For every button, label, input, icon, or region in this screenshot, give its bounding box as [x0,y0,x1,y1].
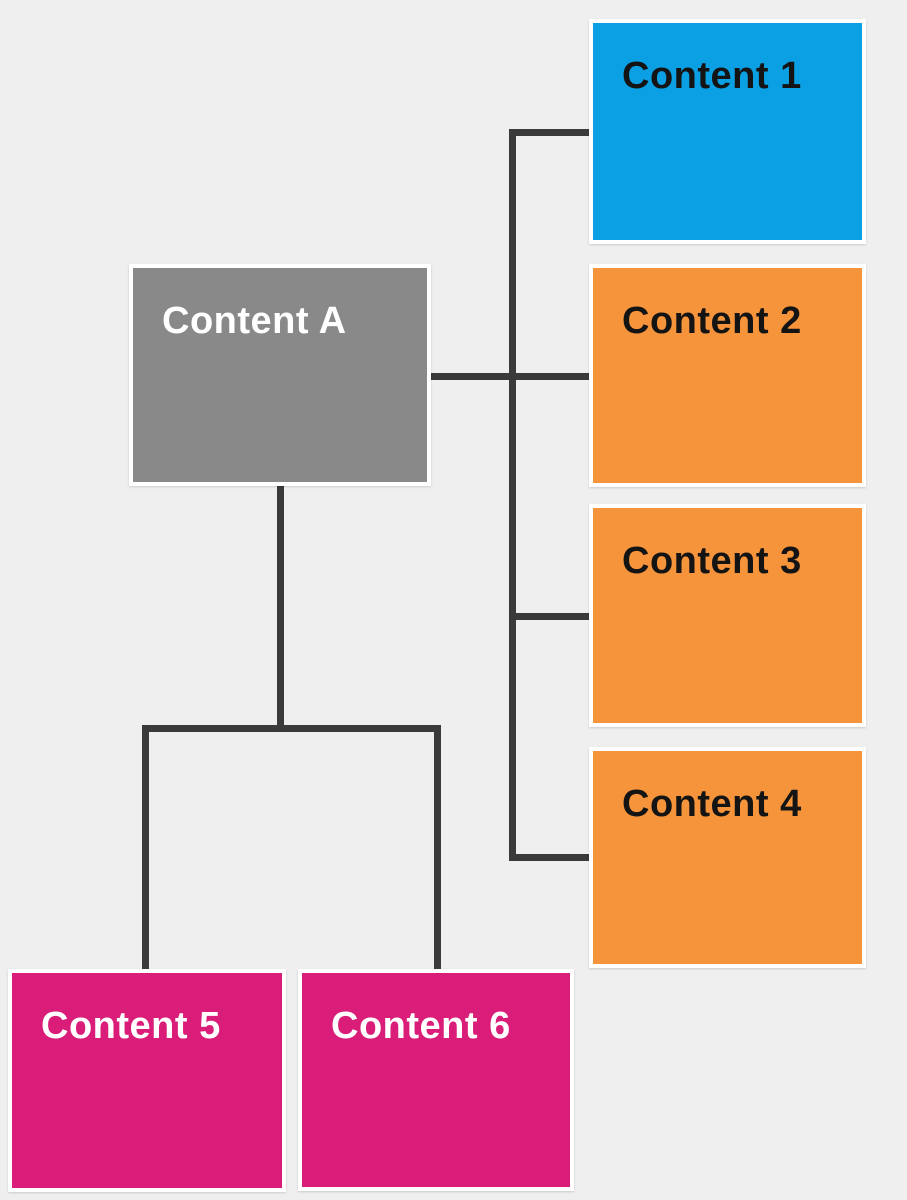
node-content-a: Content A [129,264,431,486]
connector-stub-content-4 [509,854,593,861]
connector-stub-content-5 [142,725,149,973]
node-content-2: Content 2 [589,264,866,487]
node-content-4: Content 4 [589,747,866,968]
node-content-5: Content 5 [8,969,286,1192]
node-label: Content 4 [622,783,802,825]
node-content-3: Content 3 [589,504,866,727]
connector-stub-content-3 [509,613,593,620]
node-label: Content 1 [622,55,802,97]
connector-right-trunk [509,129,516,861]
connector-stub-content-6 [434,725,441,973]
node-label: Content A [162,300,347,342]
node-content-1: Content 1 [589,19,866,244]
connector-stub-content-1 [509,129,593,136]
node-label: Content 6 [331,1005,511,1047]
node-label: Content 5 [41,1005,221,1047]
connector-bottom-rail [142,725,441,732]
node-label: Content 2 [622,300,802,342]
connector-a-down [277,482,284,732]
node-content-6: Content 6 [298,969,574,1191]
node-label: Content 3 [622,540,802,582]
